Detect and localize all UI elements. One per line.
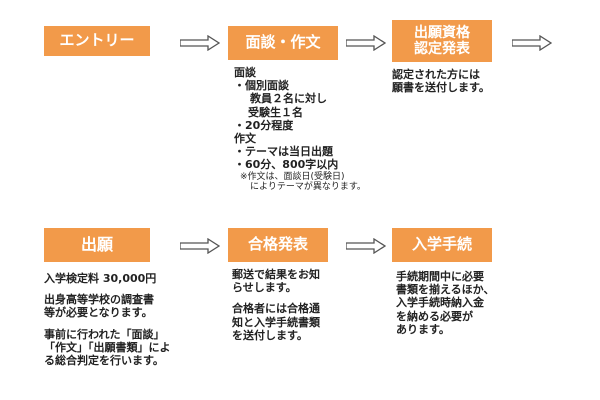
application-line: 出身高等学校の調査書 — [44, 293, 154, 307]
essay-note: ※作文は、面談日(受験日) — [240, 171, 345, 182]
enrollment-line: あります。 — [396, 322, 450, 336]
step-interview-essay: 面談・作文 — [228, 26, 338, 60]
arrow-right-icon — [346, 35, 386, 51]
acceptance-line: 合格者には合格通 — [232, 302, 320, 316]
arrow-right-icon — [180, 238, 220, 254]
enrollment-line: 手続期間中に必要 — [396, 270, 484, 283]
enrollment-line: 書類を揃えるほか、 — [396, 283, 495, 297]
interview-line: 教員２名に対し — [250, 92, 327, 106]
application-line: る総合判定を行います。 — [44, 353, 164, 367]
enrollment-line: 入学手続時納入金 — [396, 296, 484, 310]
step-acceptance-label: 合格発表 — [247, 235, 308, 254]
arrow-right-icon — [512, 35, 552, 51]
step-entry: エントリー — [44, 26, 150, 56]
step-qualification-announcement: 出願資格 認定発表 — [392, 20, 492, 62]
application-fee: 入学検定料 30,000円 — [44, 272, 157, 285]
step-qualification-label: 出願資格 認定発表 — [414, 25, 470, 57]
interview-line: 受験生１名 — [248, 105, 303, 119]
step-enrollment-label: 入学手続 — [411, 235, 472, 254]
essay-line: ・テーマは当日出題 — [234, 145, 333, 159]
interview-line: ・20分程度 — [234, 118, 294, 132]
acceptance-line: 郵送で結果をお知 — [232, 268, 320, 281]
enrollment-details: 手続期間中に必要 書類を揃えるほか、 入学手続時納入金 を納める必要が あります… — [396, 270, 494, 336]
step-enrollment-procedure: 入学手続 — [392, 228, 492, 262]
essay-heading: 作文 — [234, 131, 256, 145]
acceptance-line: 知と入学手続書類 — [232, 315, 320, 329]
application-line: 等が必要となります。 — [44, 306, 153, 320]
qualification-line: 認定された方には — [392, 68, 480, 81]
arrow-right-icon — [346, 238, 386, 254]
interview-details: 面談 ・個別面談 教員２名に対し 受験生１名 ・20分程度 作文 ・テーマは当日… — [234, 66, 366, 193]
step-qualification-label-line2: 認定発表 — [414, 41, 470, 57]
acceptance-line: を送付します。 — [232, 328, 308, 342]
step-application-label: 出願 — [80, 234, 113, 254]
application-line: 「作文」「出願書類」によ — [44, 340, 171, 354]
interview-heading: 面談 — [234, 66, 256, 79]
step-application: 出願 — [44, 228, 150, 262]
acceptance-details: 郵送で結果をお知 らせします。 合格者には合格通 知と入学手続書類 を送付します… — [232, 268, 320, 342]
qualification-details: 認定された方には 願書を送付します。 — [392, 68, 490, 94]
acceptance-line: らせします。 — [232, 281, 297, 295]
essay-note: によりテーマが異なります。 — [250, 182, 366, 193]
essay-line: ・60分、800字以内 — [234, 158, 339, 172]
application-line: 事前に行われた「面談」 — [44, 327, 165, 341]
step-interview-essay-label: 面談・作文 — [245, 33, 321, 52]
arrow-right-icon — [180, 35, 220, 51]
enrollment-line: を納める必要が — [396, 309, 473, 323]
interview-line: ・個別面談 — [234, 79, 289, 93]
step-acceptance-announcement: 合格発表 — [228, 228, 328, 262]
step-qualification-label-line1: 出願資格 — [414, 24, 470, 41]
step-entry-label: エントリー — [59, 31, 135, 50]
application-details: 入学検定料 30,000円 出身高等学校の調査書 等が必要となります。 事前に行… — [44, 272, 171, 367]
qualification-line: 願書を送付します。 — [392, 81, 490, 95]
